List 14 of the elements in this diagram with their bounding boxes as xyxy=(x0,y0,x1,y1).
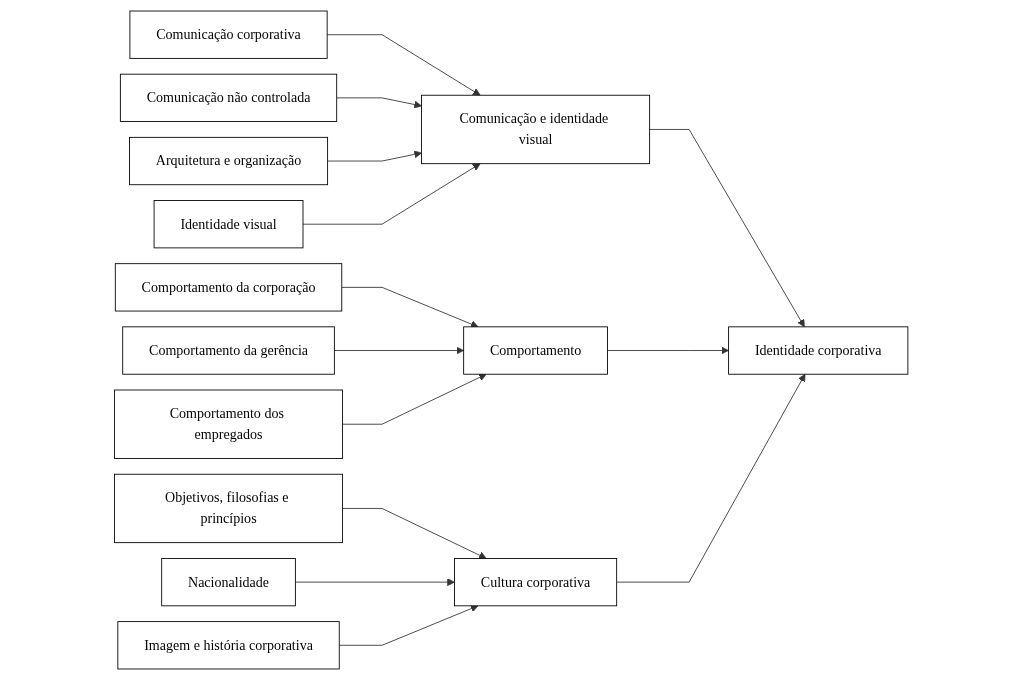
node-box: Objetivos, filosofias e princípios xyxy=(114,473,344,544)
node-box: Comportamento dos empregados xyxy=(114,389,344,459)
node-box: Comunicação corporativa xyxy=(129,10,328,59)
node-box: Nacionalidade xyxy=(161,558,297,607)
node-box: Arquitetura e organização xyxy=(129,136,329,186)
node-box: Comportamento xyxy=(463,326,609,375)
node-box: Cultura corporativa xyxy=(454,558,618,607)
node-box: Identidade visual xyxy=(153,200,304,249)
node-box: Comportamento da gerência xyxy=(122,326,336,375)
node-box: Imagem e história corporativa xyxy=(117,621,340,670)
node-box: Comportamento da corporação xyxy=(115,263,343,312)
node-box: Comunicação não controlada xyxy=(120,73,338,122)
node-box: Identidade corporativa xyxy=(728,326,909,375)
node-box: Comunicação e identidade visual xyxy=(421,94,651,165)
